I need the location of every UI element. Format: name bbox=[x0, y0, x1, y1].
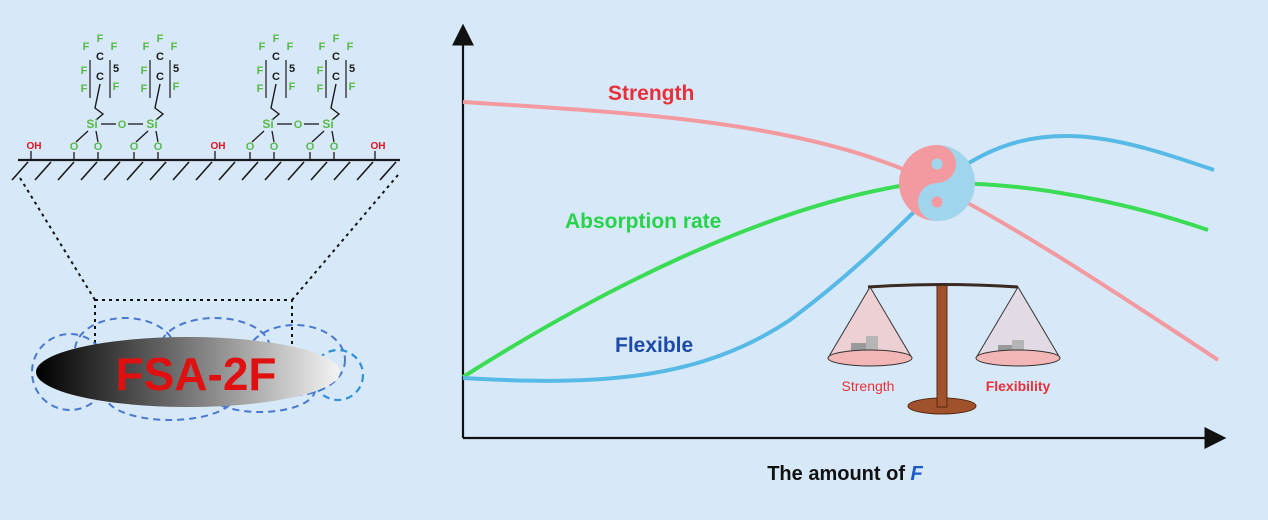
oxygen-atom: O bbox=[306, 141, 315, 153]
silicon-atom: Si bbox=[262, 117, 273, 131]
fluorine-atom: F bbox=[113, 81, 120, 93]
fluorine-atom: F bbox=[317, 65, 324, 77]
fluorine-atom: F bbox=[257, 83, 264, 95]
fluorine-atom: F bbox=[287, 41, 294, 53]
fluorine-atom: F bbox=[81, 65, 88, 77]
silicon-atom: Si bbox=[86, 117, 97, 131]
oxygen-atom: O bbox=[294, 119, 303, 131]
flexible-label: Flexible bbox=[615, 334, 693, 357]
balance-scale-icon: Strength Flexibility bbox=[827, 283, 1061, 415]
absorption-rate-label: Absorption rate bbox=[565, 210, 721, 233]
oxygen-atom: O bbox=[70, 141, 79, 153]
carbon-atom: C bbox=[272, 51, 280, 63]
fluorine-atom: F bbox=[83, 41, 90, 53]
scale-beam bbox=[867, 283, 1019, 289]
carbon-atom: C bbox=[332, 71, 340, 83]
fluorine-atom: F bbox=[347, 41, 354, 53]
fluorine-atom: F bbox=[289, 81, 296, 93]
fluorine-atom: F bbox=[141, 83, 148, 95]
fluorine-atom: F bbox=[141, 65, 148, 77]
strength-label: Strength bbox=[608, 82, 694, 105]
balance-right-label: Flexibility bbox=[986, 378, 1051, 394]
particle-label: FSA-2F bbox=[116, 348, 277, 400]
zoom-lines bbox=[19, 174, 399, 353]
particle: FSA-2F bbox=[31, 317, 365, 421]
fluorine-atom: F bbox=[97, 33, 104, 45]
strength-curve bbox=[462, 100, 1220, 362]
hydroxyl-group: OH bbox=[211, 141, 226, 152]
oxygen-atom: O bbox=[130, 141, 139, 153]
flexible-curve bbox=[462, 134, 1215, 383]
right-pan-cone bbox=[976, 287, 1060, 358]
absorption-rate-curve bbox=[461, 181, 1209, 379]
repeat-count: 5 bbox=[173, 63, 179, 75]
left-pan bbox=[827, 349, 913, 367]
carbon-atom: C bbox=[332, 51, 340, 63]
silicon-atom: Si bbox=[146, 117, 157, 131]
fluorine-atom: F bbox=[171, 41, 178, 53]
left-pan-cone bbox=[828, 287, 912, 358]
carbon-atom: C bbox=[96, 51, 104, 63]
repeat-count: 5 bbox=[113, 63, 119, 75]
hydroxyl-group: OH bbox=[371, 141, 386, 152]
oxygen-atom: O bbox=[270, 141, 279, 153]
fluorine-atom: F bbox=[333, 33, 340, 45]
oxygen-atom: O bbox=[330, 141, 339, 153]
fluorine-atom: F bbox=[257, 65, 264, 77]
chart: Strength Absorption rate Flexible The am… bbox=[452, 23, 1227, 485]
oxygen-atom: O bbox=[118, 119, 127, 131]
fluorine-atom: F bbox=[157, 33, 164, 45]
fluorine-atom: F bbox=[81, 83, 88, 95]
repeat-count: 5 bbox=[289, 63, 295, 75]
fluorine-atom: F bbox=[173, 81, 180, 93]
x-axis-label: The amount of F bbox=[767, 463, 923, 485]
fluorine-atom: F bbox=[143, 41, 150, 53]
silicon-atom: Si bbox=[322, 117, 333, 131]
oxygen-atom: O bbox=[246, 141, 255, 153]
fluorine-atom: F bbox=[273, 33, 280, 45]
particle-body bbox=[36, 337, 340, 407]
hydroxyl-group: OH bbox=[27, 141, 42, 152]
balance-left-label: Strength bbox=[842, 378, 895, 394]
carbon-atom: C bbox=[96, 71, 104, 83]
scale-pillar bbox=[936, 284, 948, 408]
yin-yang-icon bbox=[899, 145, 975, 221]
fluorine-atom: F bbox=[259, 41, 266, 53]
carbon-atom: C bbox=[156, 71, 164, 83]
fluorine-atom: F bbox=[349, 81, 356, 93]
carbon-atom: C bbox=[156, 51, 164, 63]
right-pan bbox=[975, 349, 1061, 367]
repeat-count: 5 bbox=[349, 63, 355, 75]
fluorine-atom: F bbox=[317, 83, 324, 95]
substrate-hatching bbox=[11, 161, 397, 181]
oxygen-atom: O bbox=[94, 141, 103, 153]
fluorine-atom: F bbox=[111, 41, 118, 53]
fluorine-atom: F bbox=[319, 41, 326, 53]
carbon-atom: C bbox=[272, 71, 280, 83]
oxygen-atom: O bbox=[154, 141, 163, 153]
